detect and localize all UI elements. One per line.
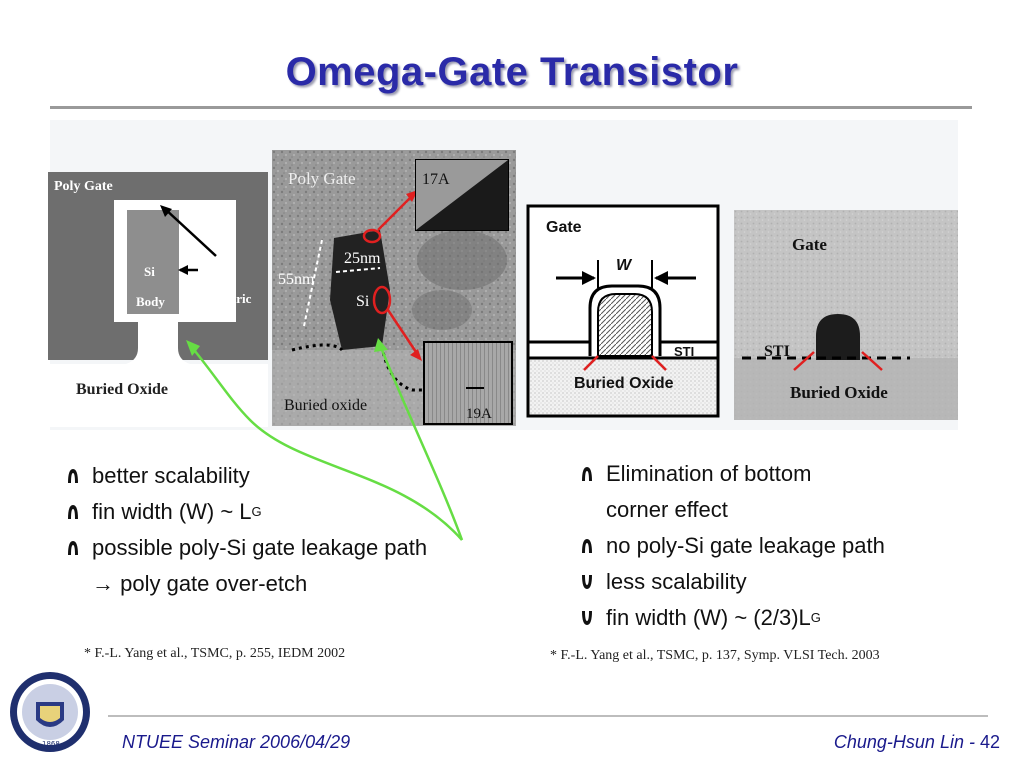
list-item: Elimination of bottom	[578, 456, 885, 492]
fig1-buried-oxide-label: Buried Oxide	[76, 381, 168, 398]
fig2-height-label: 55nm	[278, 271, 315, 288]
footer-divider	[108, 715, 988, 717]
figure-tem-image: 17A 19A Poly Gate 25nm 55nm Si Buried ox…	[272, 150, 516, 426]
interface-marker-top	[362, 228, 382, 244]
fig1-gate-label: Gate	[208, 264, 235, 279]
inset-bottom-label: 19A	[466, 406, 492, 422]
list-item: better scalability	[64, 458, 427, 494]
fig2-width-label: 25nm	[344, 250, 381, 267]
footer-author: Chung-Hsun Lin - 42	[833, 732, 1000, 752]
fin-body	[597, 293, 653, 357]
interface-marker-side	[372, 285, 392, 315]
svg-text:1868: 1868	[42, 740, 60, 748]
list-item: corner effect	[606, 497, 728, 522]
university-seal-icon: 1868	[10, 672, 90, 752]
fig3-gate-label: Gate	[546, 219, 582, 236]
fig1-poly-gate-label: Poly Gate	[54, 179, 113, 194]
fig4-sti-label: STI	[764, 343, 790, 360]
si-fin	[330, 230, 390, 350]
fig2-buried-oxide-label: Buried oxide	[284, 397, 367, 414]
fig4-gate-label: Gate	[792, 235, 827, 254]
fig2-si-label: Si	[356, 293, 370, 310]
pro-icon	[582, 539, 592, 553]
fin-image	[816, 314, 860, 360]
poly-gate-arrow	[163, 207, 217, 257]
pro-icon	[68, 505, 78, 519]
list-item: possible poly-Si gate leakage path	[64, 530, 427, 566]
fig1-si-label: Si	[144, 264, 155, 279]
con-icon	[582, 611, 592, 625]
fig3-w-label: W	[616, 257, 633, 274]
fig1-dielectric-label: Dielectric	[198, 291, 252, 306]
pro-icon	[582, 467, 592, 481]
list-item: no poly-Si gate leakage path	[578, 528, 885, 564]
fig2-poly-gate-label: Poly Gate	[288, 169, 356, 188]
figure-tri-gate-tem: Gate STI Buried Oxide	[734, 210, 958, 420]
fig4-buried-oxide-label: Buried Oxide	[790, 383, 888, 402]
list-item: → poly gate over-etch	[92, 571, 308, 596]
figure-tri-gate-schematic: Gate W STI Buried Oxide	[526, 204, 720, 418]
con-icon	[582, 575, 592, 589]
right-bullet-list: Elimination of bottom corner effect no p…	[578, 456, 885, 636]
fig3-sti-label: STI	[674, 344, 694, 359]
page-title: Omega-Gate Transistor	[285, 50, 739, 94]
list-item: less scalability	[578, 564, 885, 600]
si-body	[127, 210, 179, 314]
inset-top-label: 17A	[422, 171, 450, 188]
figure-omega-gate-schematic: Poly Gate Si Body Gate Dielectric Buried…	[48, 172, 268, 427]
reference-right: * F.-L. Yang et al., TSMC, p. 137, Symp.…	[550, 648, 880, 663]
pro-icon	[68, 469, 78, 483]
fig1-body-label: Body	[136, 294, 165, 309]
pro-icon	[68, 541, 78, 555]
fig3-buried-oxide-label: Buried Oxide	[574, 375, 674, 392]
footer-seminar: NTUEE Seminar 2006/04/29	[122, 732, 351, 752]
page-number: 42	[979, 732, 1000, 752]
reference-left: * F.-L. Yang et al., TSMC, p. 255, IEDM …	[84, 646, 346, 661]
title-divider	[50, 106, 972, 109]
